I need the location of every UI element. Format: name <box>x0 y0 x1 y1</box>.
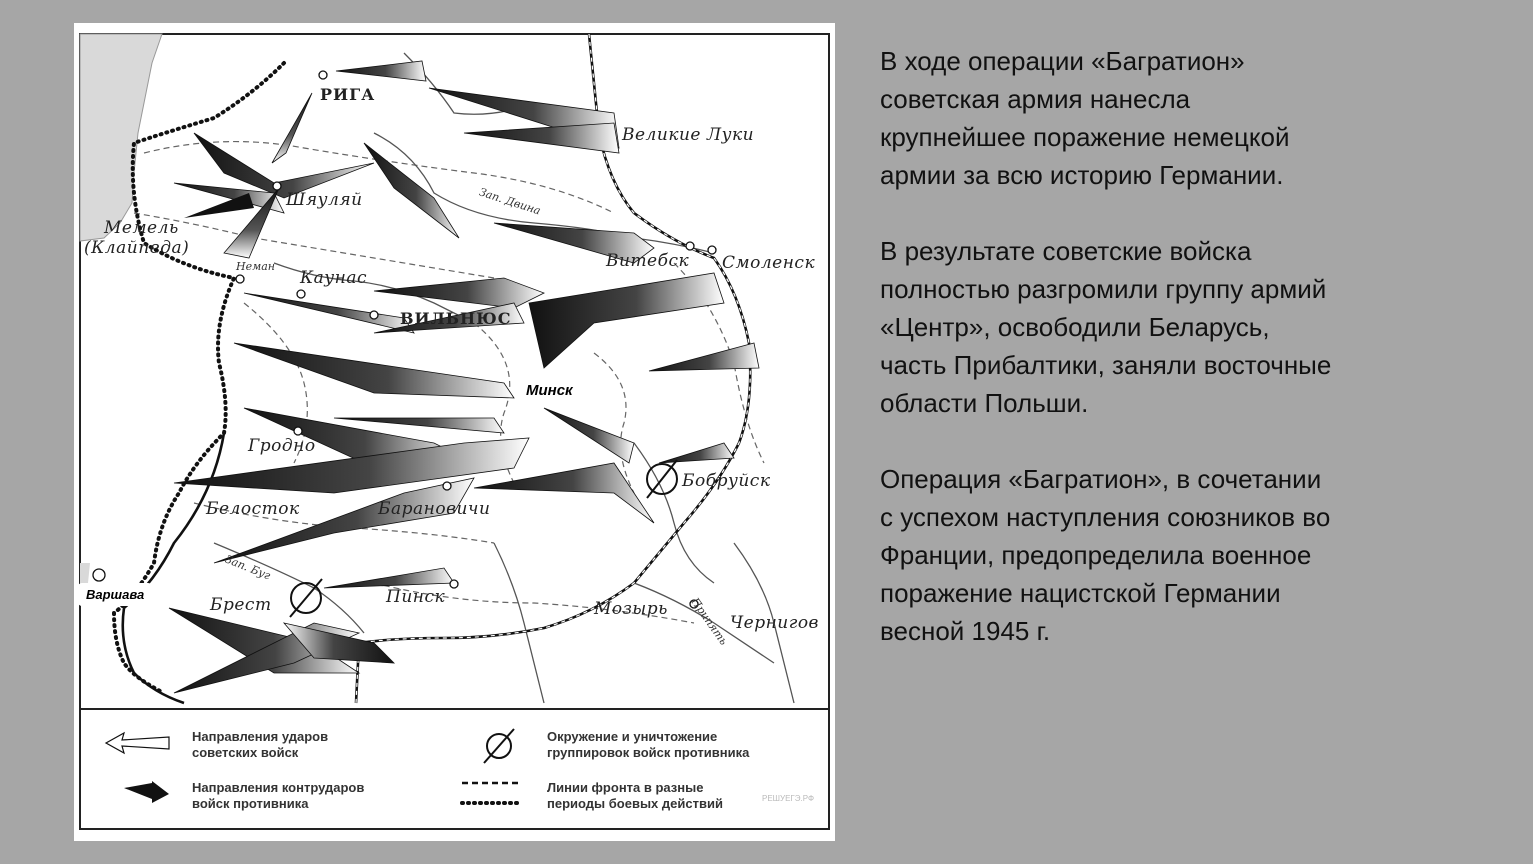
strike-arrow <box>543 407 635 464</box>
city-mozyr: Мозырь <box>594 599 668 619</box>
city-belostok: Белосток <box>206 499 300 519</box>
city-pinsk: Пинск <box>386 587 446 607</box>
legend-encirclement: Окружение и уничтожение группировок войс… <box>547 729 750 760</box>
city-bobruysk: Бобруйск <box>682 471 771 491</box>
strike-arrow <box>223 187 280 259</box>
encirclement-line <box>646 459 678 499</box>
strike-arrow <box>528 272 725 369</box>
river-neman: Неман <box>236 260 276 273</box>
legend-counter-arrow <box>124 781 169 803</box>
strike-arrow <box>168 607 361 674</box>
city-riga: РИГА <box>320 85 376 104</box>
legend-soviet-arrow <box>104 731 170 755</box>
legend-front-lines: Линии фронта в разные периоды боевых дей… <box>547 780 723 811</box>
counter-arrow <box>184 193 254 218</box>
strike-arrow <box>333 417 505 434</box>
legend-soviet-strikes: Направления ударов советских войск <box>192 729 329 760</box>
counter-strike-arrows <box>184 193 254 218</box>
city-velikie-luki: Великие Луки <box>622 125 755 145</box>
encirclement-brest <box>290 582 322 614</box>
encirclement-line <box>289 578 323 618</box>
city-smolensk: Смоленск <box>722 253 816 273</box>
strike-arrow <box>173 437 530 494</box>
legend-symbols <box>104 728 524 805</box>
strike-arrow <box>363 142 460 239</box>
description-text: В ходе операции «Багратион» советская ар… <box>880 42 1510 688</box>
strike-arrow <box>282 622 396 664</box>
strike-arrow <box>493 222 655 264</box>
city-shyaulyay: Шяуляй <box>286 190 363 210</box>
operation-map: РИГА Великие Луки Шяуляй Мемель (Клайпед… <box>74 23 835 841</box>
legend-counter-strikes: Направления контрударов войск противника <box>192 780 365 811</box>
strike-arrow <box>473 462 655 524</box>
city-markers <box>92 70 717 609</box>
legend-encirclement-line <box>483 728 515 764</box>
city-grodno: Гродно <box>248 436 316 456</box>
city-kaunas: Каунас <box>300 268 368 288</box>
city-vitebsk: Витебск <box>606 251 690 271</box>
city-vilnius: ВИЛЬНЮС <box>400 309 512 328</box>
strike-arrow <box>271 92 313 164</box>
strike-arrow <box>373 277 545 309</box>
city-chernigov: Чернигов <box>730 613 819 633</box>
strike-arrow <box>213 477 475 564</box>
strike-arrow <box>243 292 415 334</box>
strike-arrow <box>463 122 620 154</box>
city-brest: Брест <box>210 595 272 615</box>
city-baranovichi: Барановичи <box>378 499 491 519</box>
label-minsk: Минск <box>518 378 581 403</box>
city-klaipeda: (Клайпеда) <box>84 238 190 258</box>
watermark: РЕШУЕГЭ.РФ <box>762 794 815 803</box>
encirclement-bobruysk <box>646 463 678 495</box>
legend-encirclement-icon <box>486 733 512 759</box>
encirclement-symbols <box>289 459 678 618</box>
rivers <box>213 52 795 704</box>
label-warsaw: Варшава <box>78 583 153 606</box>
strike-arrow <box>648 342 760 372</box>
strike-arrow <box>193 132 375 199</box>
paragraph-3: Операция «Багратион», в сочетании с успе… <box>880 464 1331 646</box>
soviet-strike-arrows <box>168 60 760 694</box>
map-frame <box>79 33 830 830</box>
strike-arrow <box>373 302 525 334</box>
paragraph-2: В результате советские войска полностью … <box>880 236 1332 418</box>
strike-arrow <box>173 182 285 214</box>
strike-arrow <box>233 342 515 399</box>
strike-arrow <box>335 60 427 82</box>
map-graphics <box>79 33 830 830</box>
strike-arrow <box>323 567 455 589</box>
city-memel: Мемель <box>104 218 179 238</box>
strike-arrow <box>658 442 735 464</box>
sea-edge <box>80 563 90 587</box>
paragraph-1: В ходе операции «Багратион» советская ар… <box>880 46 1290 190</box>
